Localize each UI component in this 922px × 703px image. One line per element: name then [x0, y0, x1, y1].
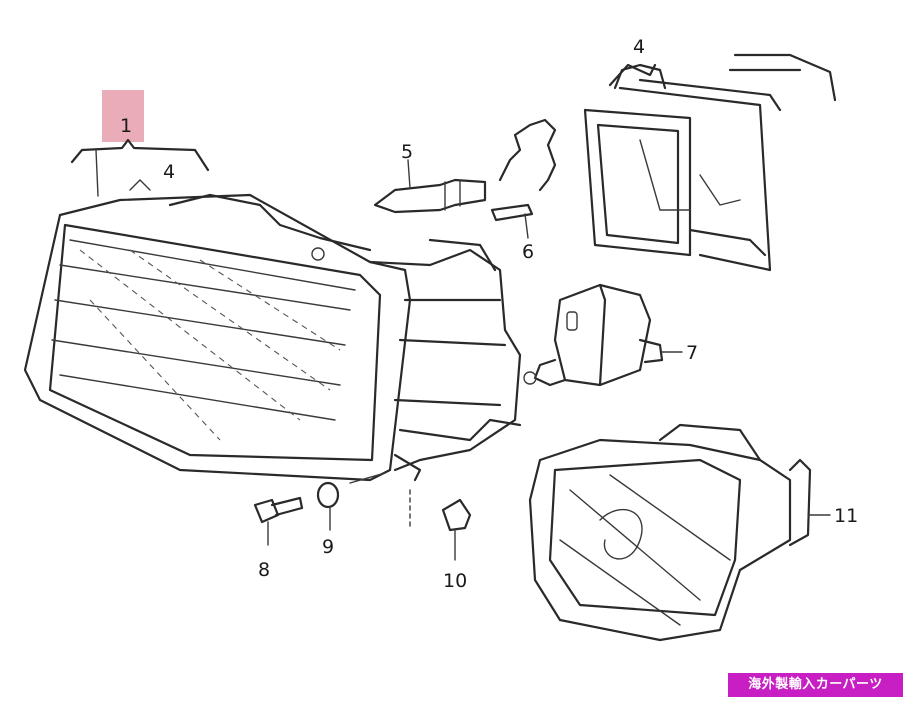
part-1-highlight	[102, 90, 144, 142]
screw	[253, 496, 304, 546]
bulb-h1	[373, 159, 487, 214]
callout-4b-bracket	[613, 63, 667, 90]
headlight-housing	[23, 179, 522, 482]
callout-8: 8	[258, 559, 270, 581]
callout-5: 5	[401, 141, 413, 163]
rear-cover-gasket	[583, 53, 837, 272]
indicator-lamp	[528, 423, 831, 642]
nut	[316, 481, 340, 531]
shop-watermark: 海外製輸入カーパーツ	[728, 673, 903, 697]
callout-4-right: 4	[633, 36, 645, 58]
callout-6: 6	[522, 241, 534, 263]
callout-11: 11	[834, 505, 858, 527]
headlight-adjuster-motor	[523, 283, 683, 387]
callout-1-bracket	[70, 138, 210, 172]
callout-4-left: 4	[163, 161, 175, 183]
wire-harness	[498, 118, 557, 192]
callout-9: 9	[322, 536, 334, 558]
callout-10: 10	[443, 570, 467, 592]
callout-7: 7	[686, 342, 698, 364]
bulb-small	[490, 203, 534, 239]
clip	[409, 489, 472, 561]
callout-1: 1	[120, 115, 132, 137]
